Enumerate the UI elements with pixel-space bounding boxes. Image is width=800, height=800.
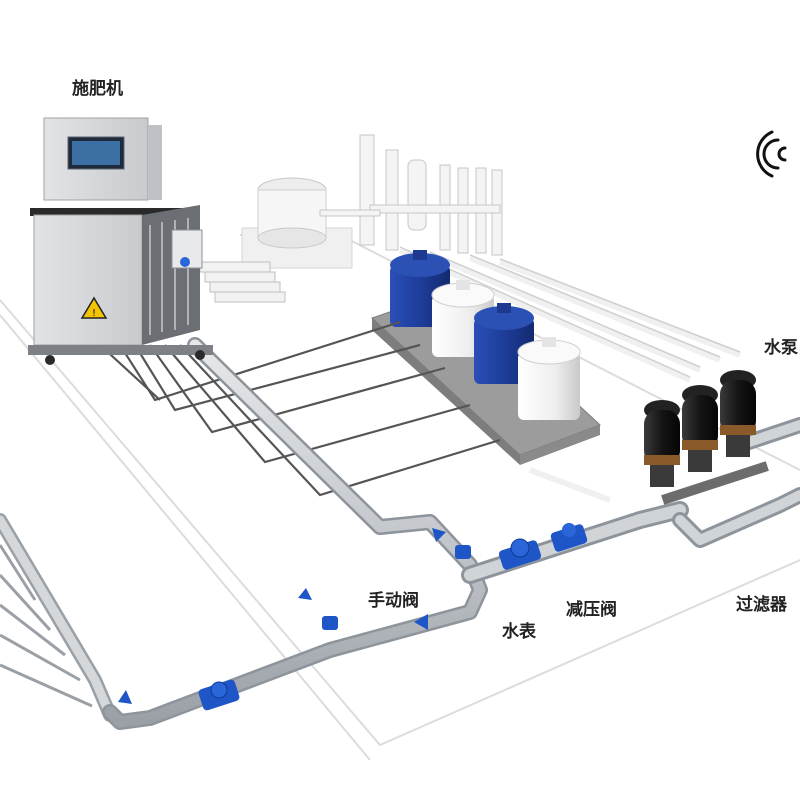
- disc-filter: [644, 400, 680, 487]
- flow-arrow-icon: [432, 528, 446, 542]
- blue-tank: [474, 303, 534, 384]
- pressure-reducing-valve: [550, 523, 588, 552]
- filter-label: 过滤器: [736, 595, 787, 615]
- fertigation-machine: !: [28, 117, 213, 365]
- fertilizer-tanks: [390, 250, 581, 420]
- water-pump-label: 水泵: [764, 338, 798, 358]
- flow-arrow-icon: [414, 614, 428, 630]
- disc-filter: [682, 385, 718, 472]
- manual-valve-label: 手动阀: [368, 591, 419, 611]
- manual-valve: [322, 545, 471, 630]
- svg-text:!: !: [92, 308, 96, 319]
- warning-icon: [80, 296, 108, 319]
- disc-filter: [720, 370, 756, 457]
- left-lateral-lines: [0, 544, 93, 708]
- flow-arrow-icon: [298, 588, 312, 600]
- white-tank: [517, 337, 581, 420]
- water-meter: [498, 538, 542, 570]
- flow-arrows: [118, 528, 446, 704]
- fertigation-machine-label: 施肥机: [72, 79, 123, 99]
- wireless-signal-icon: [756, 130, 787, 178]
- pressure-reducing-valve-label: 减压阀: [566, 600, 617, 620]
- water-meter-label: 水表: [502, 622, 536, 642]
- filters: [644, 370, 769, 505]
- back-pipework: [199, 134, 742, 503]
- main-valve: [198, 679, 240, 711]
- flow-arrow-icon: [118, 690, 132, 704]
- suction-lines: [99, 320, 501, 497]
